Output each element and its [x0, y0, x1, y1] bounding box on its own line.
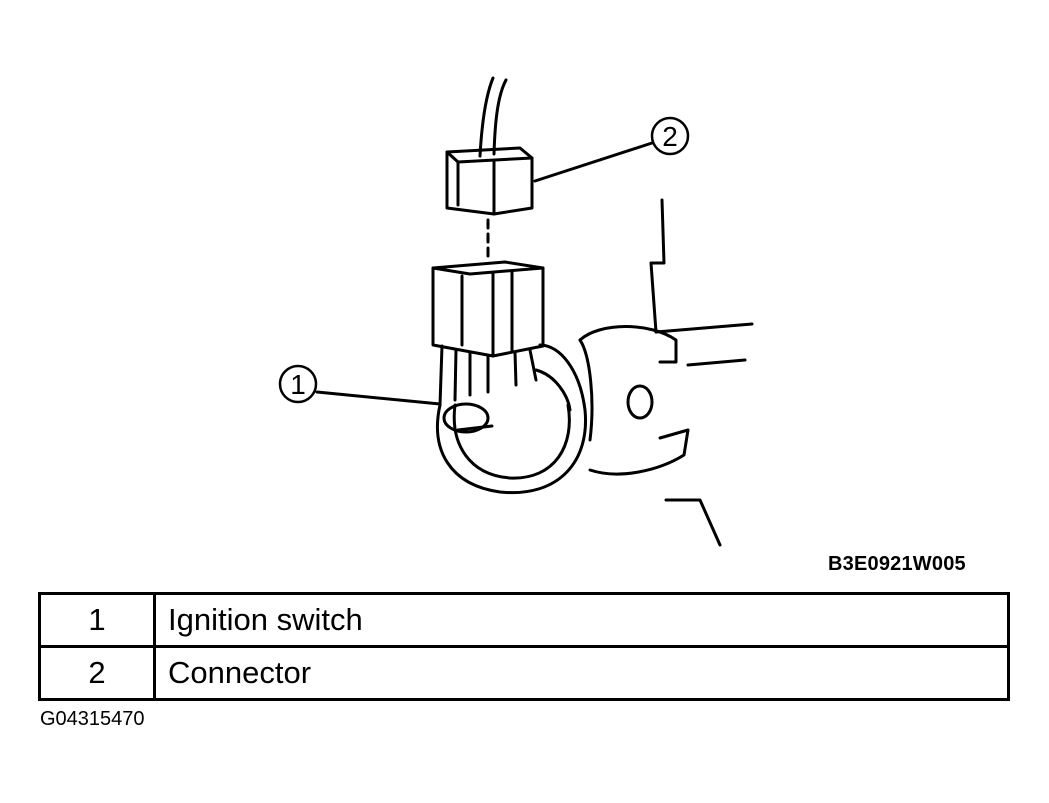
callout-2: 2: [650, 116, 690, 156]
ignition-switch-diagram: 2 1: [278, 76, 754, 547]
svg-text:2: 2: [662, 121, 678, 152]
image-id: G04315470: [40, 708, 145, 730]
callout-1: 1: [278, 364, 318, 404]
legend-label: Connector: [153, 645, 1010, 701]
legend-number: 2: [38, 645, 156, 701]
svg-text:1: 1: [290, 369, 306, 400]
ignition-switch-part: [431, 260, 588, 495]
callout-2-leader: [533, 141, 654, 183]
steering-column-body: [578, 198, 754, 547]
legend-row: 1 Ignition switch: [38, 592, 1010, 648]
legend-table: 1 Ignition switch 2 Connector: [38, 592, 1010, 701]
wire-harness: [478, 76, 508, 158]
figure-code: B3E0921W005: [828, 553, 966, 575]
legend-number: 1: [38, 592, 156, 648]
callout-1-leader: [315, 390, 442, 406]
legend-label: Ignition switch: [153, 592, 1010, 648]
legend-row: 2 Connector: [38, 645, 1010, 701]
connector-part: [445, 146, 534, 216]
